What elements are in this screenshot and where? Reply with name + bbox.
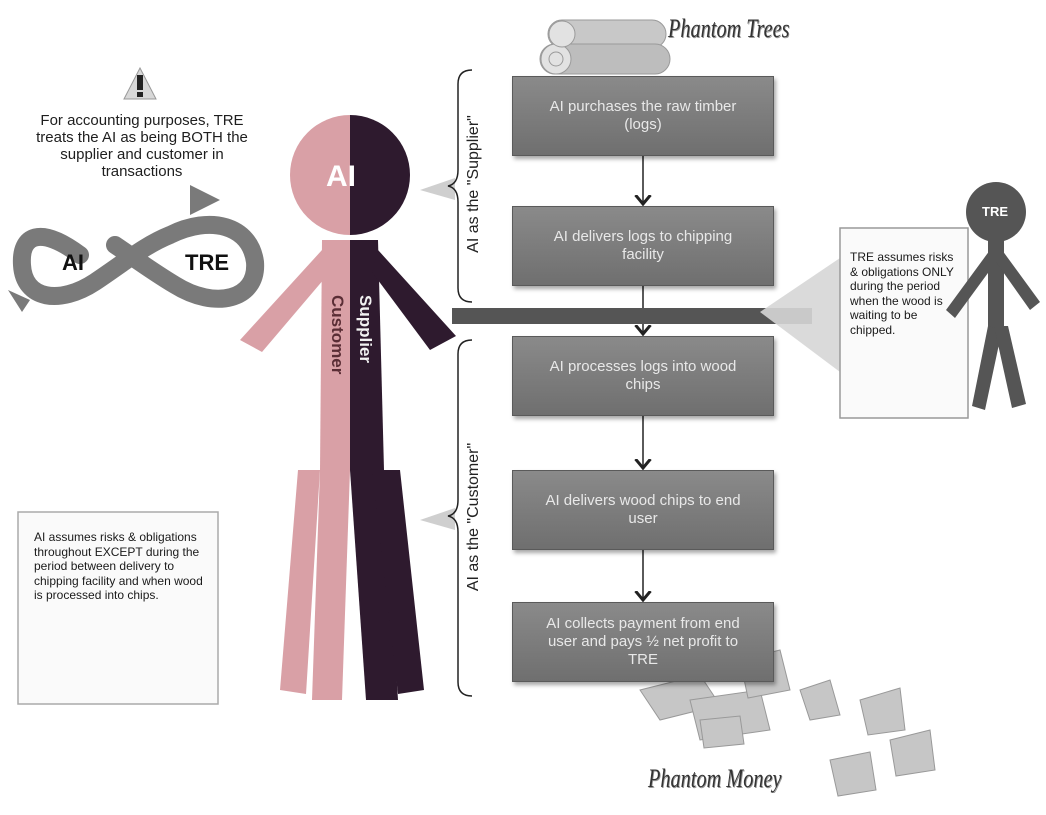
flow-step-4: AI delivers wood chips to end user <box>512 470 774 550</box>
ai-figure-head <box>290 115 410 235</box>
customer-body-label: Customer <box>328 295 347 375</box>
supplier-brace-label: AI as the "Supplier" <box>465 115 482 253</box>
log-pile-icon <box>539 19 671 75</box>
supplier-brace <box>447 69 473 303</box>
warning-icon <box>123 66 157 100</box>
flow-step-5: AI collects payment from end user and pa… <box>512 602 774 682</box>
phantom-trees-caption: Phantom Trees <box>668 14 790 43</box>
ai-head-label: AI <box>326 160 356 193</box>
infinity-loop-icon <box>8 185 265 312</box>
ai-callout-text: AI assumes risks & obligations throughou… <box>34 530 203 602</box>
tre-callout-pointer <box>760 258 840 372</box>
customer-pointer-arrow <box>420 508 455 530</box>
flow-step-3: AI processes logs into wood chips <box>512 336 774 416</box>
ai-figure-body <box>240 240 456 700</box>
tre-head-label: TRE <box>982 204 1008 219</box>
flow-step-1: AI purchases the raw timber (logs) <box>512 76 774 156</box>
loop-label-tre: TRE <box>185 250 229 275</box>
supplier-body-label: Supplier <box>356 295 375 364</box>
ai-callout-box <box>17 511 219 705</box>
tre-callout-box <box>839 227 969 419</box>
supplier-pointer-arrow <box>420 178 455 200</box>
waiting-period-bar <box>452 308 812 324</box>
money-pile-icon <box>639 649 936 797</box>
flow-step-2: AI delivers logs to chipping facility <box>512 206 774 286</box>
accounting-note: For accounting purposes, TRE treats the … <box>36 112 248 180</box>
phantom-money-caption: Phantom Money <box>648 764 782 793</box>
customer-brace-label: AI as the "Customer" <box>465 442 482 592</box>
tre-callout-text: TRE assumes risks & obligations ONLY dur… <box>850 250 954 337</box>
customer-brace <box>447 339 473 697</box>
tre-figure <box>946 182 1040 410</box>
loop-label-ai: AI <box>62 250 84 275</box>
